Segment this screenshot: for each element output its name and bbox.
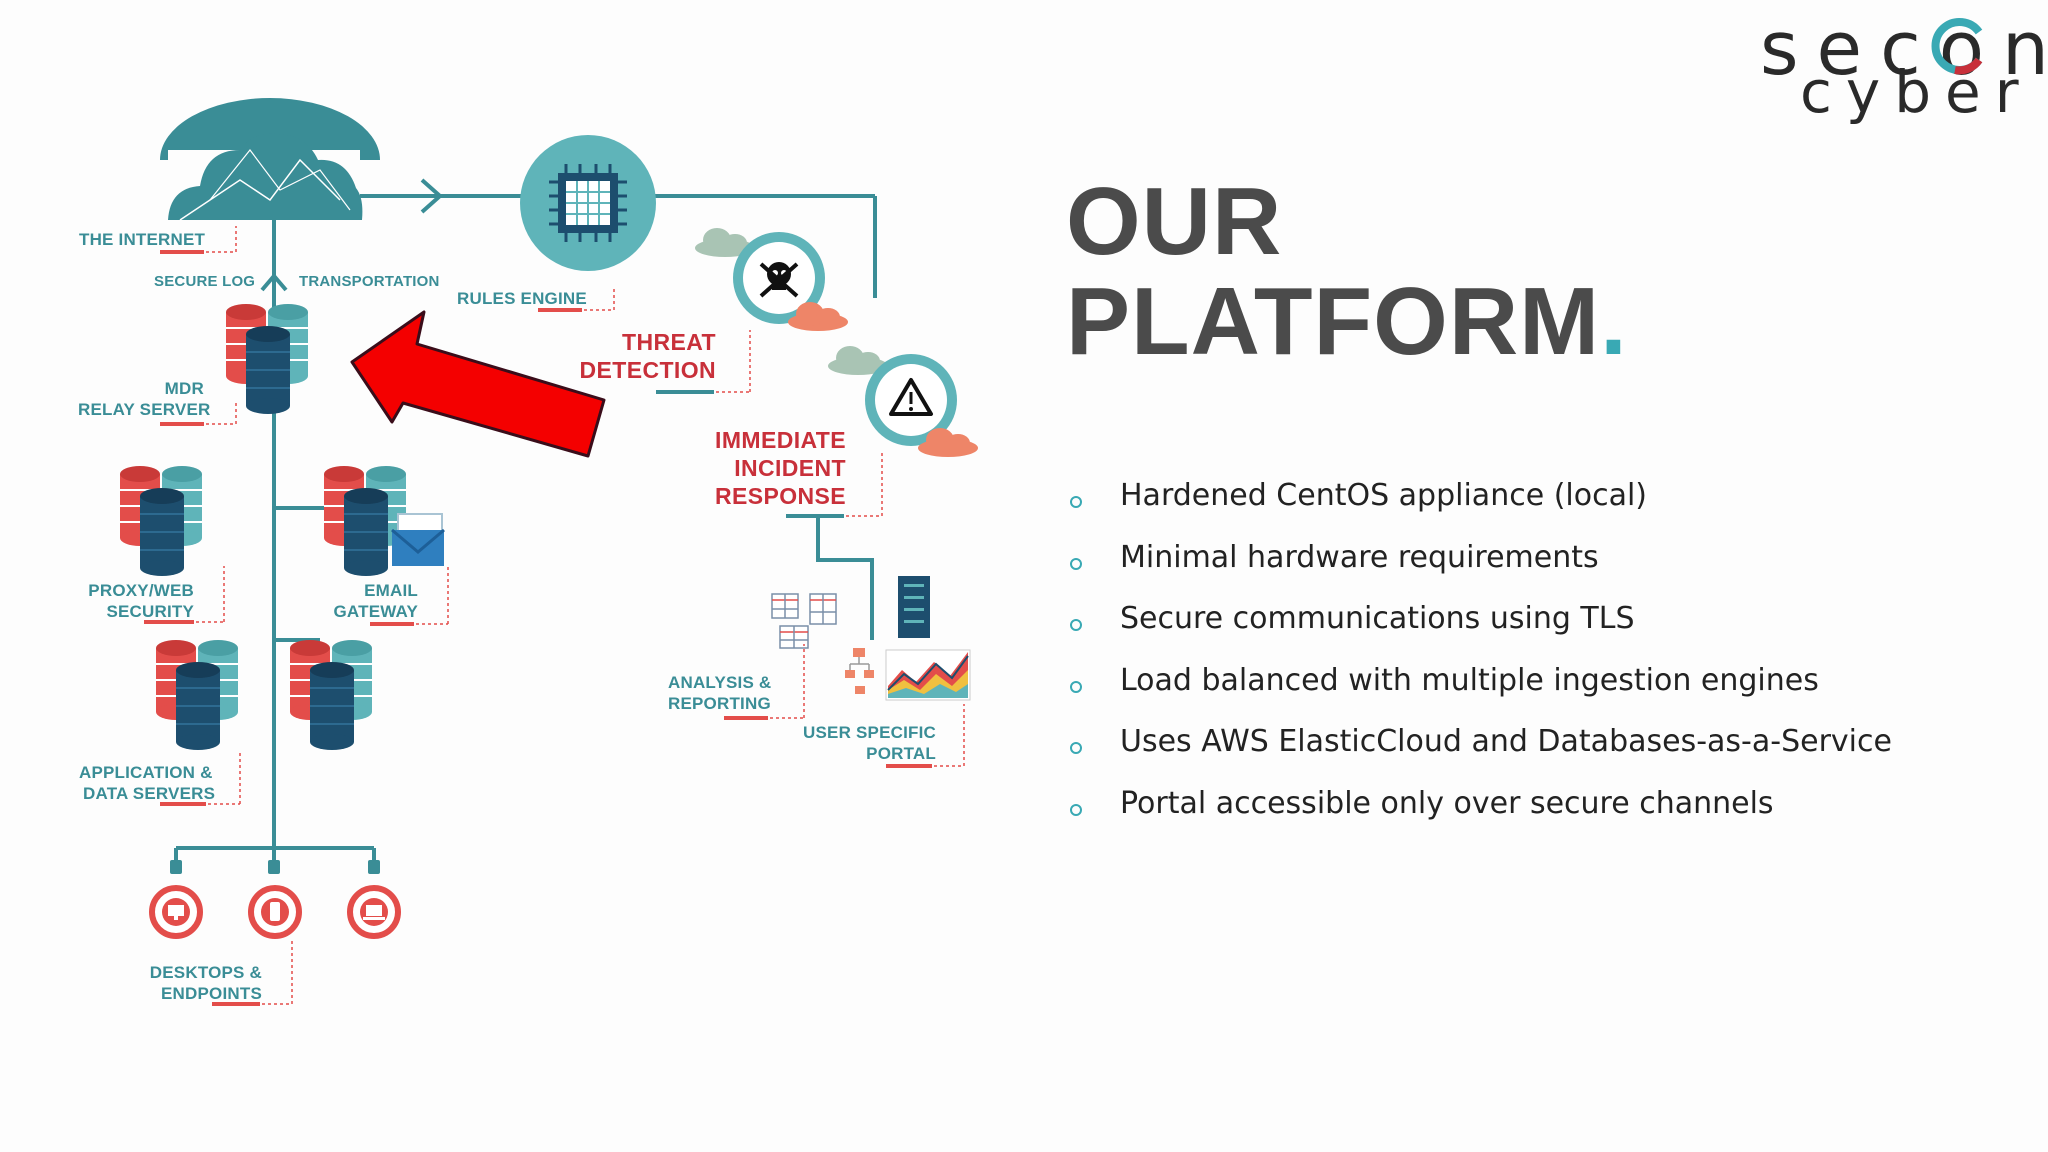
label-incident-response: IMMEDIATE INCIDENT RESPONSE <box>714 427 846 509</box>
label-desktops-endpoints: DESKTOPS & ENDPOINTS <box>149 963 262 1003</box>
list-item: Uses AWS ElasticCloud and Databases-as-a… <box>1070 724 1892 786</box>
warning-icon <box>828 346 978 457</box>
list-item: Load balanced with multiple ingestion en… <box>1070 663 1892 725</box>
table-icon <box>771 593 837 649</box>
label-rules-engine: RULES ENGINE <box>457 289 587 308</box>
cloud-icon <box>160 98 380 222</box>
phone-icon <box>248 885 302 939</box>
laptop-icon <box>347 885 401 939</box>
label-analysis-reporting: ANALYSIS & REPORTING <box>668 673 772 713</box>
label-secure-log: SECURE LOG <box>154 273 256 290</box>
list-item: Hardened CentOS appliance (local) <box>1070 478 1892 540</box>
bullet-circle-icon <box>1070 803 1082 816</box>
chart-icon <box>845 648 971 701</box>
label-mdr-relay: MDR RELAY SERVER <box>78 379 211 419</box>
database-icon <box>120 466 202 576</box>
label-app-data-servers: APPLICATION & DATA SERVERS <box>79 763 216 803</box>
server-rack-icon <box>898 576 930 638</box>
bullet-circle-icon <box>1070 619 1082 631</box>
platform-diagram <box>0 0 978 1006</box>
bullet-circle-icon <box>1070 680 1082 693</box>
skull-icon <box>695 228 848 331</box>
bullet-circle-icon <box>1070 742 1082 754</box>
database-icon <box>226 304 308 414</box>
label-the-internet: THE INTERNET <box>79 230 206 249</box>
list-item: Portal accessible only over secure chann… <box>1070 786 1892 848</box>
bullet-circle-icon <box>1070 496 1082 508</box>
chip-icon <box>520 135 656 271</box>
logo-ring-icon <box>1931 18 1983 75</box>
email-icon <box>391 513 445 566</box>
highlight-arrow-icon <box>350 310 606 458</box>
company-logo: secon cyber <box>1760 6 2048 126</box>
label-email-gateway: EMAIL GATEWAY <box>333 581 418 621</box>
label-user-portal: USER SPECIFIC PORTAL <box>803 723 936 763</box>
label-proxy-web: PROXY/WEB SECURITY <box>88 581 194 621</box>
feature-list: Hardened CentOS appliance (local) Minima… <box>1070 478 1892 847</box>
label-transportation: TRANSPORTATION <box>299 273 440 290</box>
list-item: Secure communications using TLS <box>1070 601 1892 663</box>
page-title: OUR PLATFORM. <box>1066 168 1628 375</box>
list-item: Minimal hardware requirements <box>1070 540 1892 602</box>
bullet-circle-icon <box>1070 557 1082 570</box>
database-icon <box>290 640 372 750</box>
monitor-icon <box>149 885 203 939</box>
label-threat-detection: THREAT DETECTION <box>579 329 716 383</box>
database-icon <box>156 640 238 750</box>
